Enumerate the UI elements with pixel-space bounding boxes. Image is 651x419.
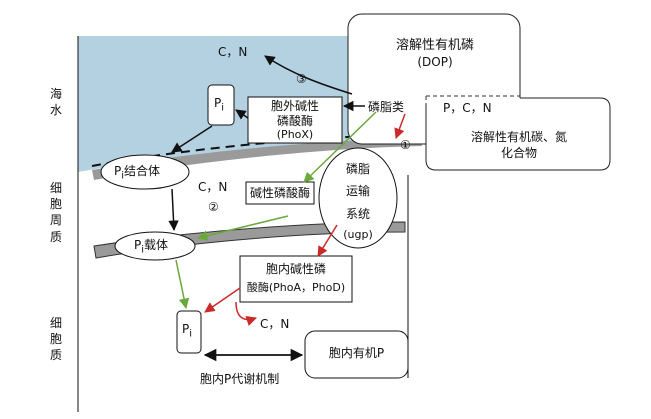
transport-line3: 系统 [345, 207, 370, 221]
alk-phos-label: 碱性磷酸酶 [249, 186, 310, 200]
phox-box [247, 96, 343, 144]
pi-binding-ellipse [100, 154, 190, 190]
step1-label: ① [400, 138, 411, 152]
intracellular-p-label: 胞内有机P [328, 346, 385, 360]
step2-label: ② [208, 200, 219, 214]
phox-line3: (PhoX) [276, 128, 314, 141]
pi-bottom-box [176, 310, 202, 354]
alk-phos-box [245, 181, 315, 205]
pho-box [239, 255, 353, 303]
pcn-label: P，C，N [443, 101, 492, 115]
metabolism-caption: 胞内P代谢机制 [200, 372, 280, 386]
pho-line1: 胞内碱性磷 [265, 262, 326, 276]
arrow-phox-to-pi [235, 109, 249, 120]
cn-mid-label: C，N [198, 180, 228, 194]
pho-line2: 酸酶(PhoA，PhoD) [246, 281, 346, 294]
arrow-red-transport-pho [317, 224, 338, 257]
transport-line4: (ugp) [343, 228, 373, 241]
phox-line1: 胞外碱性 [270, 99, 319, 113]
pi-carrier-ellipse [114, 231, 196, 261]
arrow-binding-to-carrier [168, 188, 179, 232]
pi-binding-label: Pi结合体 [114, 164, 161, 182]
arrow-dop-to-cn [264, 55, 353, 95]
arrow-green-carrier-pi [175, 259, 190, 310]
dop-subtitle: (DOP) [417, 55, 453, 69]
arrow-red-dop-transport [394, 113, 406, 139]
arrow-red-to-cn [235, 301, 257, 326]
transport-line1: 磷脂 [345, 162, 370, 176]
step3-label: ③ [296, 72, 307, 86]
intracellular-p-box [304, 330, 409, 379]
arrow-green-dop-alk [303, 111, 377, 183]
transport-ellipse [318, 147, 398, 249]
docn-line1: 溶解性有机碳、氮 [470, 130, 567, 144]
phox-line2: 磷酸酶 [276, 114, 313, 128]
pi-bottom-label: Pi [182, 322, 193, 340]
cytoplasm-label: 细胞 质 [49, 316, 62, 363]
phospholipid-label: 磷脂类 [368, 100, 405, 114]
cn-top-label: C，N [218, 45, 248, 59]
cn-bottom-label: C，N [260, 317, 290, 331]
arrow-green-alk-carrier [196, 215, 289, 241]
transport-line2: 运输 [345, 184, 370, 198]
pi-top-label: Pi [214, 96, 225, 114]
docn-box [425, 97, 611, 171]
docn-line2: 化合物 [500, 146, 537, 160]
dop-title: 溶解性有机磷 [395, 38, 474, 53]
periplasm-label: 细胞 周质 [49, 181, 62, 244]
pi-carrier-label: Pi载体 [134, 238, 169, 256]
pi-top-box [207, 84, 235, 126]
seawater-label: 海水 [49, 87, 62, 118]
arrow-pi-to-binding [171, 125, 213, 153]
arrow-red-pho-pi [204, 287, 241, 313]
